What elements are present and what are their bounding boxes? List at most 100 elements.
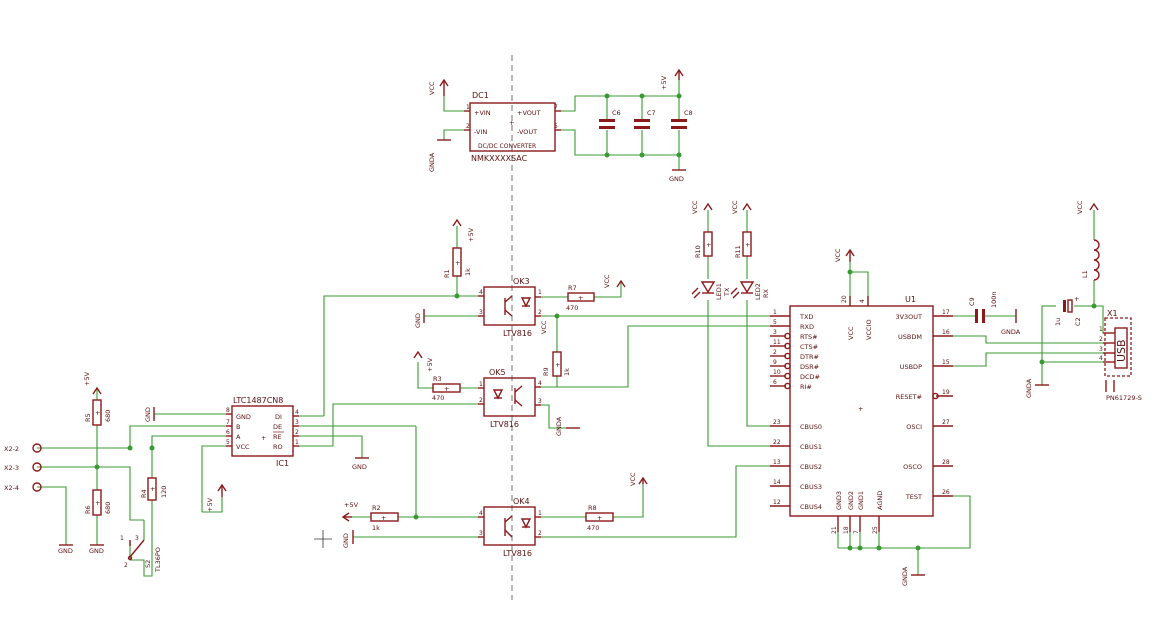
u1-pin-number: 11 (773, 339, 781, 346)
u1-pin-number: 1 (773, 309, 777, 316)
capacitor-c8: C8 (671, 109, 693, 129)
junctions (94, 93, 1097, 551)
svg-text:TL36PO: TL36PO (154, 547, 162, 573)
u1-pin-label: OSCI (906, 423, 922, 431)
svg-text:LTC1487CN8: LTC1487CN8 (233, 396, 283, 405)
u1-pin-number: 12 (773, 499, 781, 506)
supply-5v-ok5: +5V (413, 350, 434, 372)
svg-text:7: 7 (226, 419, 230, 426)
u1-pin-number: 19 (942, 389, 950, 396)
supply-gnd-r6: GND (89, 544, 104, 555)
svg-text:+5V: +5V (83, 371, 91, 386)
svg-text:5: 5 (226, 439, 230, 446)
svg-text:6: 6 (226, 429, 230, 436)
supply-vcc-usb: VCC (1076, 200, 1099, 214)
svg-text:3: 3 (295, 419, 299, 426)
svg-text:X2-3: X2-3 (4, 464, 19, 472)
u1-pin-label: CBUS3 (800, 483, 822, 491)
svg-text:3: 3 (135, 535, 139, 542)
svg-text:GNDA: GNDA (1001, 328, 1021, 336)
u1-usb-uart: U1 + 1TXD5RXD3RTS#11CTS#2DTR#9DSR#10DCD#… (770, 295, 953, 534)
svg-text:PN61729-S: PN61729-S (1106, 394, 1142, 402)
supply-gnd-ok3: GND (414, 309, 425, 328)
svg-text:VCC: VCC (1076, 200, 1084, 214)
svg-text:1: 1 (295, 439, 299, 446)
svg-text:+: + (706, 241, 711, 249)
svg-text:GND: GND (414, 313, 422, 328)
u1-pin-number: 4 (859, 299, 866, 303)
svg-text:RE: RE (273, 433, 282, 441)
optocoupler-ok4: OK4 LTV816 43 12 (478, 497, 542, 558)
svg-text:C7: C7 (647, 109, 656, 117)
svg-text:8: 8 (226, 407, 230, 414)
svg-text:LTV816: LTV816 (503, 329, 532, 338)
svg-text:GND: GND (342, 533, 350, 548)
svg-text:RO: RO (273, 443, 283, 451)
svg-text:1: 1 (1099, 326, 1103, 333)
u1-pin-label: AGND (876, 491, 884, 510)
u1-pin-number: 10 (773, 369, 781, 376)
optocoupler-ok5: OK5 LTV816 12 43 (478, 368, 542, 429)
resistor-r3: + R3 470 (432, 375, 461, 402)
resistor-r10: + R10 (694, 231, 713, 258)
svg-text:1: 1 (479, 381, 483, 388)
svg-text:GND: GND (236, 413, 251, 421)
u1-pin-number: 25 (872, 526, 879, 534)
u1-pin-bubble (784, 352, 791, 360)
u1-pin-label: DSR# (800, 363, 819, 371)
resistor-r4: + R4 120 (140, 477, 168, 501)
svg-text:X2-2: X2-2 (4, 445, 19, 453)
led1: LED1 TX (691, 281, 731, 300)
u1-pin-number: 6 (773, 379, 777, 386)
u1-pin-bubble (784, 382, 791, 390)
u1-pin-label: RXD (800, 323, 814, 331)
svg-text:GNDA: GNDA (1025, 378, 1033, 398)
svg-text:+5V: +5V (467, 227, 475, 242)
resistor-r9: + R9 1k (542, 351, 571, 377)
svg-text:R9: R9 (542, 367, 550, 376)
vcc-label-ok5: VCC (540, 320, 548, 334)
u1-pin-label: GND3 (835, 491, 843, 510)
usb-connector-x1: USB X1 PN61729-S 1 2 3 4 (1099, 309, 1142, 402)
u1-pin-number: 23 (773, 419, 781, 426)
svg-text:VCC: VCC (731, 200, 739, 214)
svg-text:2: 2 (124, 562, 128, 569)
u1-pin-number: 27 (942, 419, 950, 426)
resistor-r2: + R2 1k (370, 504, 399, 532)
svg-text:R6: R6 (84, 505, 92, 514)
svg-text:S2: S2 (144, 560, 152, 568)
resistor-r5: + R5 680 (84, 399, 112, 426)
switch-s2: 1 2 3 S2 TL36PO (120, 535, 162, 573)
u1-pin-label: GND2 (847, 491, 855, 510)
dcdc-value: NMKXXXXSAC (471, 154, 528, 163)
u1-pin-label: OSCO (903, 463, 922, 471)
svg-text:OK5: OK5 (489, 368, 506, 377)
svg-text:LED2: LED2 (754, 283, 762, 300)
svg-text:LTV816: LTV816 (490, 420, 519, 429)
svg-text:1k: 1k (372, 524, 380, 532)
svg-text:680: 680 (104, 502, 112, 514)
svg-text:R2: R2 (372, 504, 381, 512)
cursor-crosshair-icon (314, 530, 332, 548)
svg-text:X1: X1 (1107, 309, 1118, 318)
svg-text:+VIN: +VIN (474, 109, 491, 117)
supply-vcc-dcdc: VCC (428, 78, 449, 96)
svg-text:470: 470 (566, 304, 578, 312)
svg-text:VCC: VCC (236, 443, 250, 451)
resistor-r7: + R7 470 (566, 284, 595, 312)
svg-text:R10: R10 (694, 245, 702, 258)
u1-pin-label: CBUS2 (800, 463, 822, 471)
u1-pin-number: 14 (773, 479, 781, 486)
svg-text:+: + (95, 409, 100, 417)
svg-text:4: 4 (1099, 355, 1103, 362)
svg-text:3: 3 (479, 530, 483, 537)
u1-pin-bubble (784, 372, 791, 380)
svg-text:+5V: +5V (426, 357, 434, 372)
supply-5v-r5: +5V (83, 371, 102, 395)
svg-text:2: 2 (479, 397, 483, 404)
u1-pin-number: 18 (843, 526, 850, 534)
svg-text:+: + (578, 294, 583, 302)
svg-text:IC1: IC1 (276, 459, 289, 468)
u1-pin-number: 21 (831, 526, 838, 534)
svg-text:+: + (1074, 295, 1079, 303)
